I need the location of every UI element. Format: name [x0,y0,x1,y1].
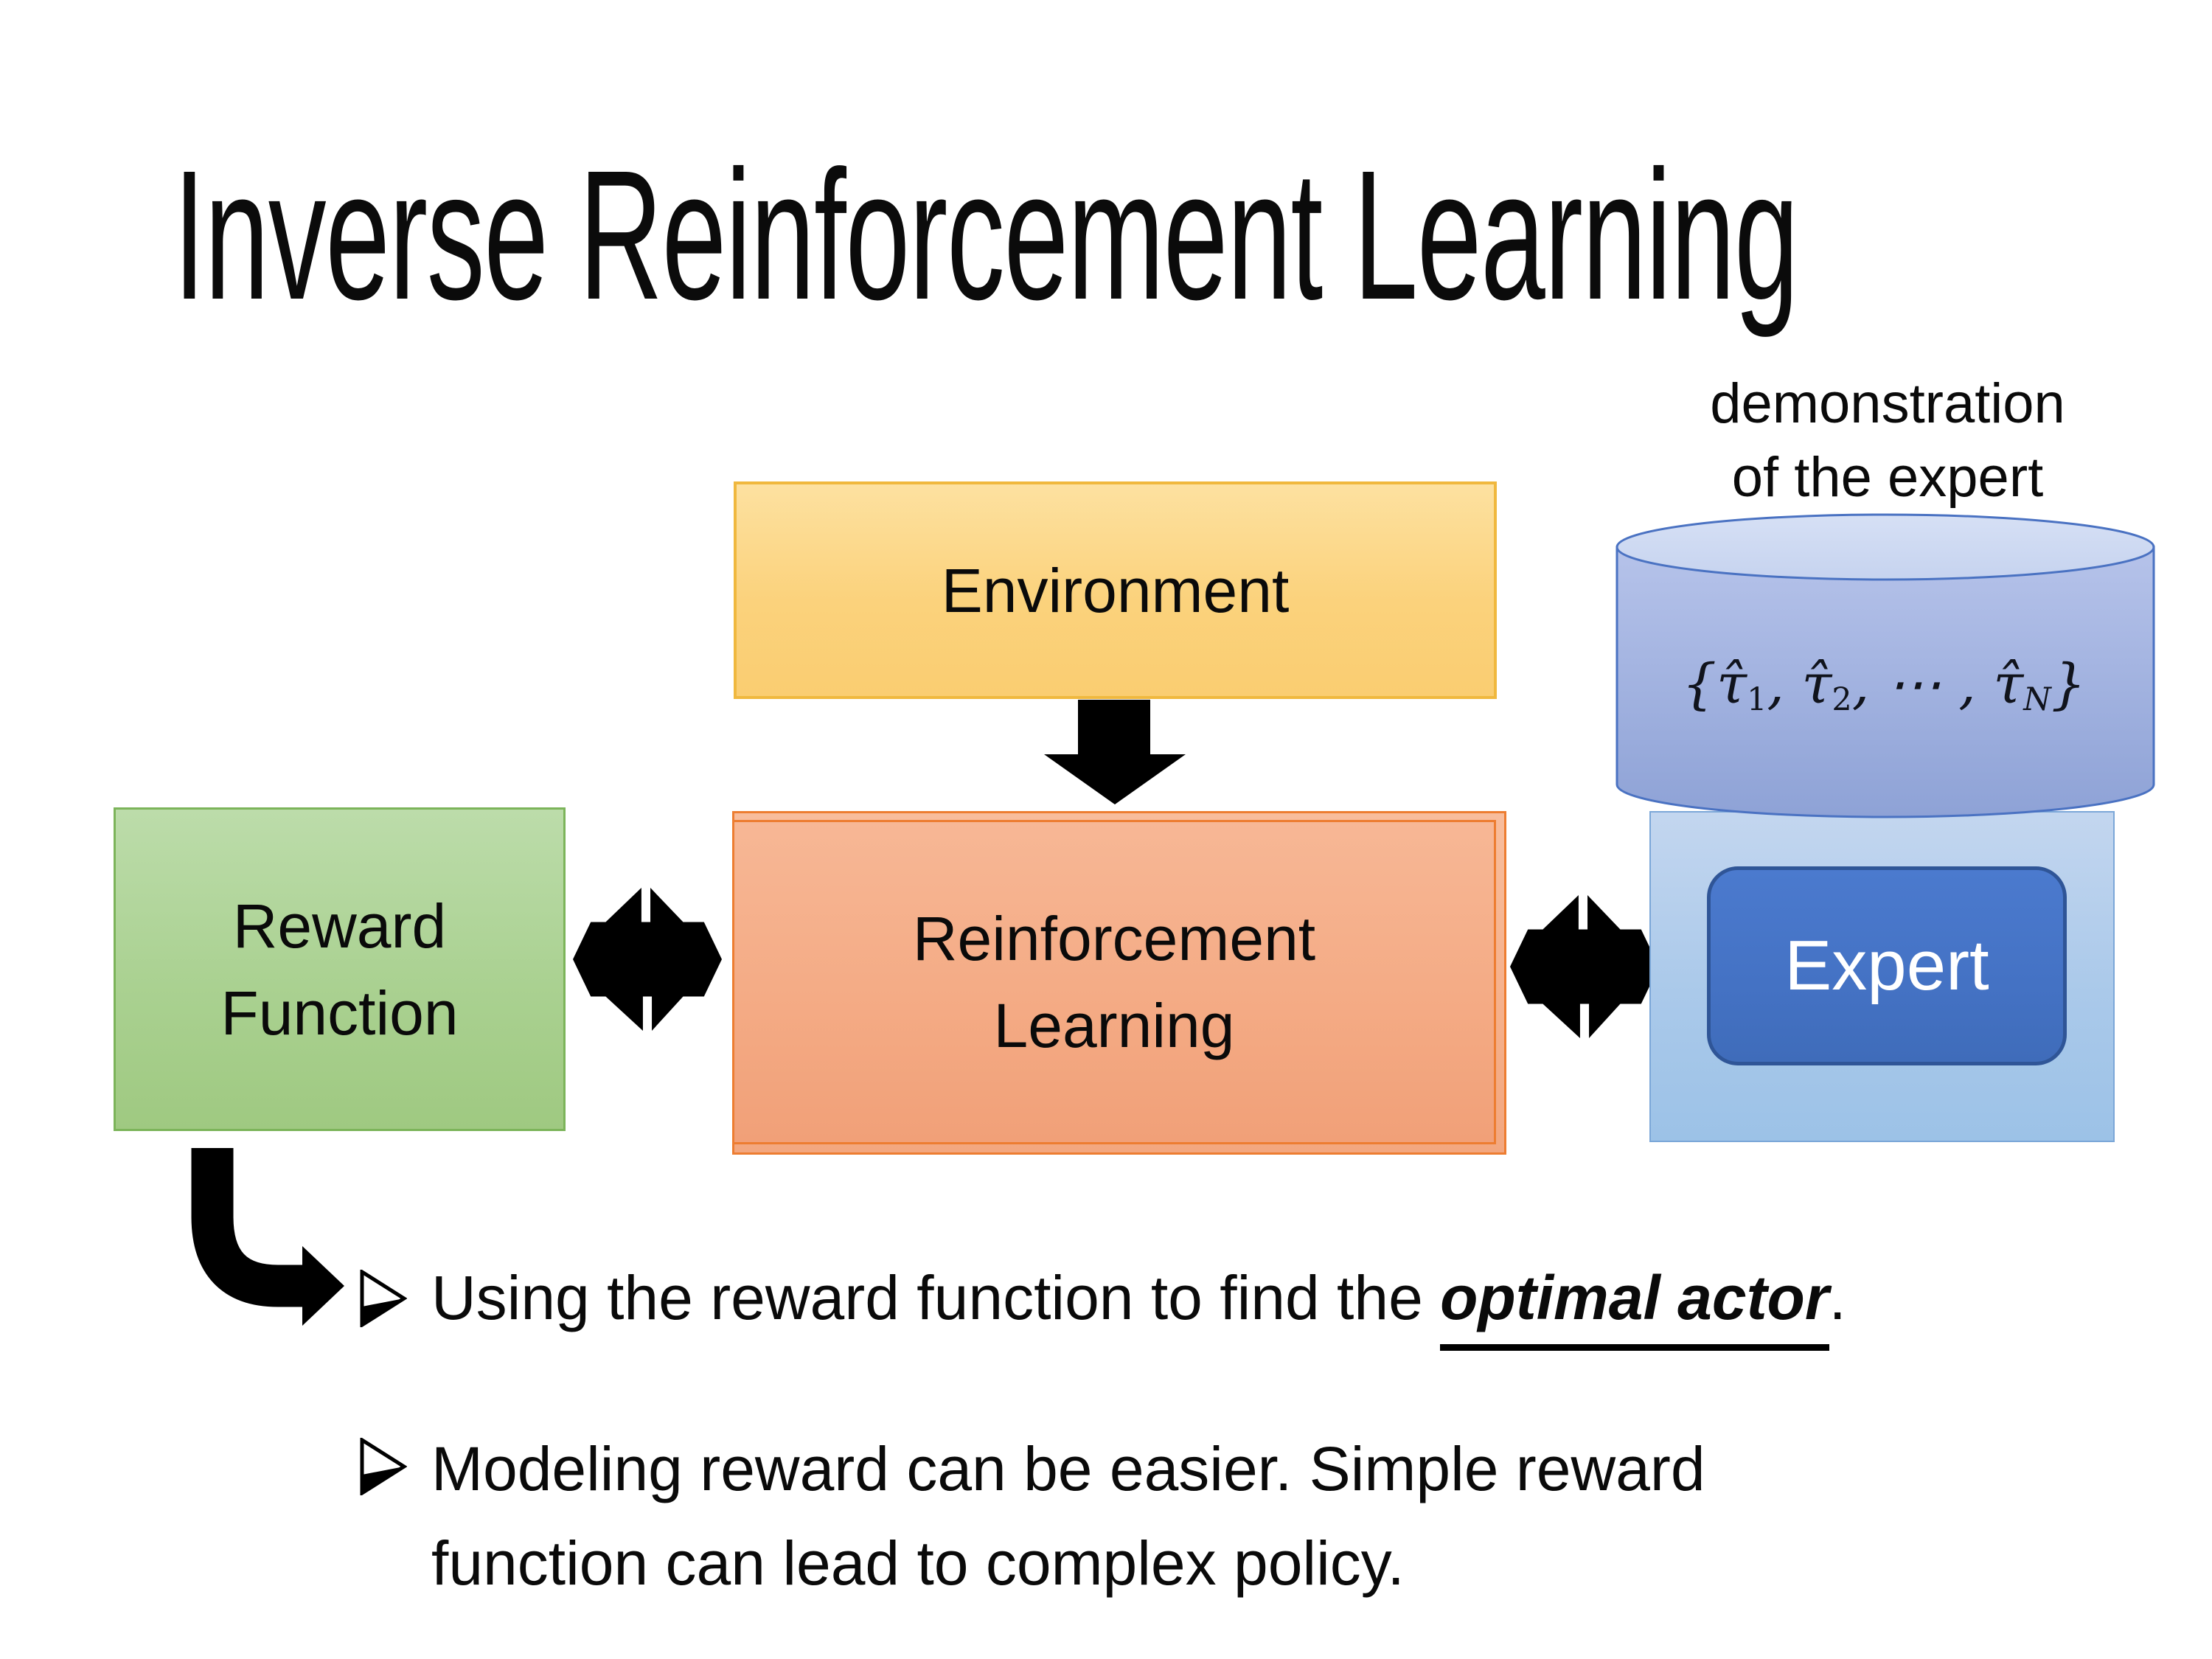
bullet-item-2: Modeling reward can be easier. Simple re… [431,1422,1788,1610]
rl-label-line-1: Reinforcement [912,904,1316,973]
page-title: Inverse Reinforcement Learning [173,129,2212,350]
bent-arrow-icon [191,1148,344,1326]
reward-label-line-1: Reward [232,891,447,961]
reinforcement-learning-box: Reinforcement Learning [732,820,1496,1144]
bullet-arrowhead-icon [360,1270,407,1327]
bullet1-suffix: . [1829,1263,1846,1332]
annotation-line-1: demonstration [1710,372,2065,435]
bullet1-emphasis: optimal actor [1440,1263,1829,1351]
trajectory-set-formula: {τ̂1, τ̂2, ⋯ , τ̂N} [1682,653,2086,719]
double-arrow-icon-right [1510,895,1659,1038]
page-title-text: Inverse Reinforcement Learning [173,132,1799,338]
bullet-item-1: Using the reward function to find the op… [431,1253,1846,1351]
bullet2-text: Modeling reward can be easier. Simple re… [431,1434,1705,1598]
expert-box: Expert [1707,866,2067,1065]
database-cylinder [1615,513,2155,818]
double-arrow-icon-left [573,888,722,1031]
environment-box: Environment [734,481,1497,699]
bullet1-prefix: Using the reward function to find the [431,1263,1441,1332]
reward-function-box: Reward Function [114,807,566,1131]
reward-label-line-2: Function [220,978,459,1048]
annotation-line-2: of the expert [1731,446,2044,509]
bullet-arrowhead-icon [360,1438,407,1495]
rl-label-line-2: Learning [993,991,1235,1060]
demonstration-annotation: demonstration of the expert [1600,367,2175,515]
expert-label: Expert [1784,926,1989,1005]
environment-label: Environment [941,555,1290,625]
down-arrow-icon [1044,700,1186,804]
